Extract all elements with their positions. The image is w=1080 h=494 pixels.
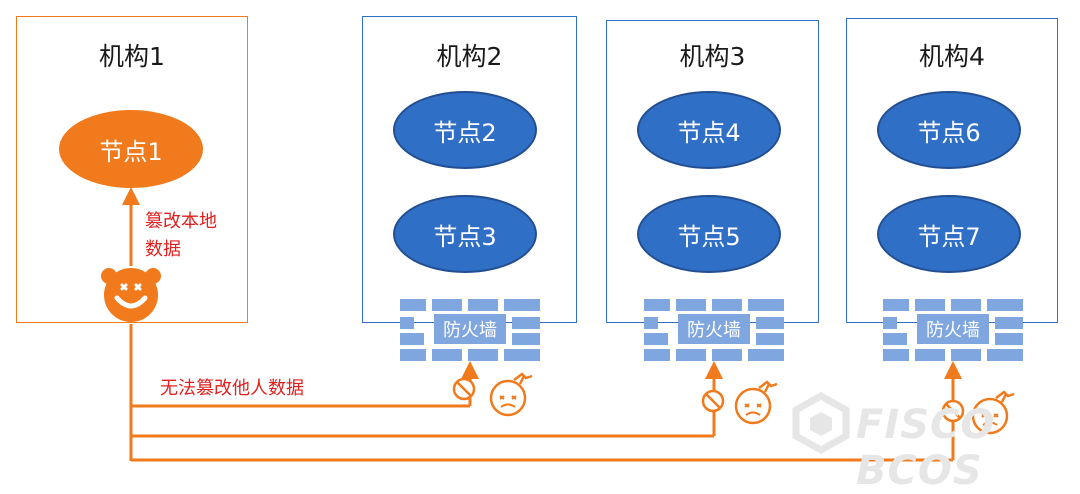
node-4: 节点4 bbox=[637, 91, 781, 169]
blocked-attacker-icon bbox=[971, 390, 1015, 435]
tamper-local-label: 篡改本地 数据 bbox=[145, 208, 217, 264]
brick-wall-icon bbox=[644, 299, 784, 361]
node-5: 节点5 bbox=[637, 195, 781, 273]
fisco-logo-icon bbox=[792, 392, 850, 454]
org-title-3: 机构3 bbox=[679, 42, 746, 71]
firewall-3: 防火墙 bbox=[883, 297, 1023, 363]
firewall-label: 防火墙 bbox=[434, 314, 506, 344]
no-entry-icon bbox=[941, 399, 965, 423]
no-entry-icon bbox=[452, 377, 476, 401]
watermark: FISCO BCOS bbox=[856, 402, 996, 494]
firewall-1: 防火墙 bbox=[400, 297, 540, 363]
blocked-attacker-icon bbox=[734, 380, 778, 425]
brick-wall-icon bbox=[883, 299, 1023, 361]
clown-attacker-icon bbox=[101, 268, 161, 322]
no-entry-icon bbox=[701, 389, 725, 413]
tamper-local-line-2: 数据 bbox=[145, 239, 181, 260]
firewall-label: 防火墙 bbox=[917, 314, 989, 344]
org-title-1: 机构1 bbox=[99, 42, 165, 71]
firewall-label: 防火墙 bbox=[678, 314, 750, 344]
cannot-tamper-label: 无法篡改他人数据 bbox=[160, 378, 304, 399]
node-7: 节点7 bbox=[877, 195, 1021, 273]
blocked-attacker-icon bbox=[489, 372, 533, 417]
node-1: 节点1 bbox=[59, 110, 203, 188]
tamper-local-line-1: 篡改本地 bbox=[145, 211, 217, 232]
node-3: 节点3 bbox=[393, 195, 537, 273]
org-title-4: 机构4 bbox=[919, 42, 985, 71]
firewall-2: 防火墙 bbox=[644, 297, 784, 363]
brick-wall-icon bbox=[400, 299, 540, 361]
node-2: 节点2 bbox=[393, 91, 537, 169]
org-title-2: 机构2 bbox=[436, 42, 503, 71]
node-6: 节点6 bbox=[877, 91, 1021, 169]
